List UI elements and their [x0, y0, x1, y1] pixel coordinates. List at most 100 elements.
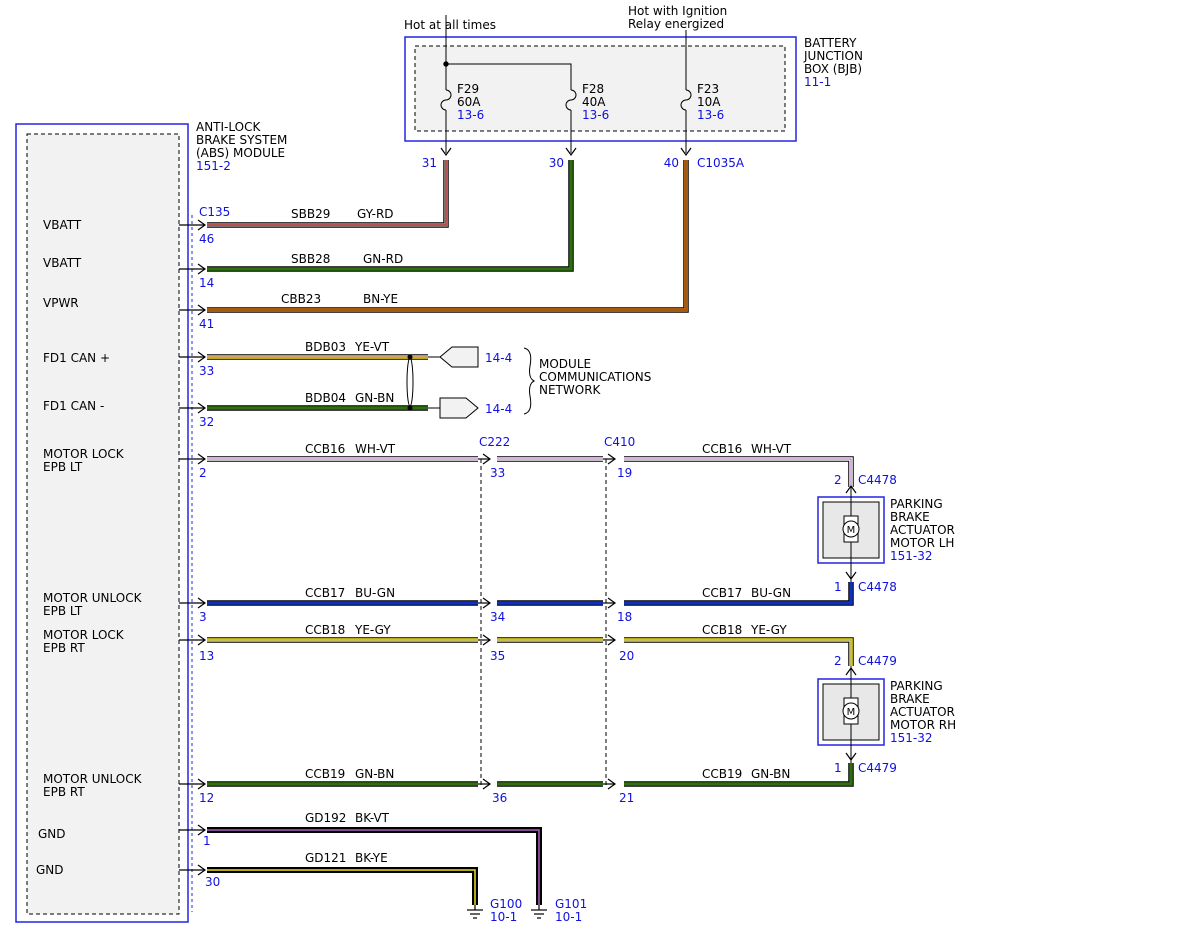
wire-label-ccb18-color-right: YE-GY	[750, 623, 787, 637]
abs-pin-label-motor-unlock-lt-2: EPB LT	[43, 604, 83, 618]
wire-label-bdb03-color: YE-VT	[354, 340, 390, 354]
abs-pin-32: 32	[199, 415, 214, 429]
motor-rh-ref: 151-32	[890, 731, 933, 745]
c222-pin-36: 36	[492, 791, 507, 805]
abs-pin-label-gnd-2: GND	[36, 863, 64, 877]
abs-pin-3: 3	[199, 610, 207, 624]
abs-connector-c135: C135	[199, 205, 230, 219]
bjb-title-line3: BOX (BJB)	[804, 62, 862, 76]
wire-label-gd192-circuit: GD192	[305, 811, 346, 825]
supply-hot-at-all-times: Hot at all times	[404, 18, 496, 32]
abs-pin-label-vbatt-2: VBATT	[43, 256, 82, 270]
wire-label-ccb19-color-right: GN-BN	[751, 767, 790, 781]
wire-ccb18	[207, 637, 854, 666]
abs-pin-label-motor-lock-rt-2: EPB RT	[43, 641, 85, 655]
wire-gd121	[207, 867, 478, 905]
abs-ref: 151-2	[196, 159, 231, 173]
c222-pin-34: 34	[490, 610, 505, 624]
wire-label-ccb19-color: GN-BN	[355, 767, 394, 781]
motor-lh-pin-1: 1	[834, 580, 842, 594]
network-label-line1: MODULE	[539, 357, 591, 371]
abs-pin-1: 1	[203, 834, 211, 848]
wire-label-sbb28-circuit: SBB28	[291, 252, 330, 266]
motor-lh-title-line2: BRAKE	[890, 510, 930, 524]
motor-lh-pin-2: 2	[834, 473, 842, 487]
motor-lh-ref: 151-32	[890, 549, 933, 563]
fuse-f28-ref: 13-6	[582, 108, 609, 122]
wire-label-sbb28-color: GN-RD	[363, 252, 403, 266]
abs-pin-2: 2	[199, 466, 207, 480]
ground-g101-ref: 10-1	[555, 910, 582, 924]
fuse-f29-name: F29	[457, 82, 479, 96]
network-brace	[523, 347, 536, 415]
wire-label-ccb18-circuit: CCB18	[305, 623, 345, 637]
network-label-line2: COMMUNICATIONS	[539, 370, 651, 384]
motor-lh-symbol: M	[847, 525, 856, 536]
motor-lh-connector-bottom: C4478	[858, 580, 897, 594]
motor-lh-connector-top: C4478	[858, 473, 897, 487]
bjb-pin-40: 40	[664, 156, 679, 170]
abs-pin-label-vbatt-1: VBATT	[43, 218, 82, 232]
wire-label-ccb17-color: BU-GN	[355, 586, 395, 600]
wire-label-bdb03-circuit: BDB03	[305, 340, 346, 354]
abs-pin-33: 33	[199, 364, 214, 378]
bjb-connector-chevrons	[440, 147, 692, 157]
motor-rh-title-line4: MOTOR RH	[890, 718, 956, 732]
abs-module	[15, 123, 193, 923]
bjb-title-line1: BATTERY	[804, 36, 857, 50]
bjb-pin-30: 30	[549, 156, 564, 170]
wire-label-ccb18-color: YE-GY	[354, 623, 391, 637]
fuse-f23-name: F23	[697, 82, 719, 96]
abs-pin-12: 12	[199, 791, 214, 805]
abs-pin-label-motor-unlock-rt-2: EPB RT	[43, 785, 85, 799]
wire-label-ccb19-circuit: CCB19	[305, 767, 345, 781]
motor-rh-symbol: M	[847, 707, 856, 718]
bjb-title-line2: JUNCTION	[803, 49, 863, 63]
wire-label-ccb16-color: WH-VT	[355, 442, 396, 456]
abs-pin-14: 14	[199, 276, 214, 290]
wire-label-gd121-color: BK-YE	[355, 851, 388, 865]
motor-lh-title-line4: MOTOR LH	[890, 536, 954, 550]
supply-hot-ignition-line2: Relay energized	[628, 17, 724, 31]
c410-pin-18: 18	[617, 610, 632, 624]
wire-sbb28	[207, 160, 574, 272]
battery-junction-box: BATTERY JUNCTION BOX (BJB) 11-1	[404, 36, 863, 142]
wire-cbb23	[207, 160, 689, 313]
abs-pin-30: 30	[205, 875, 220, 889]
wire-label-ccb18-circuit-right: CCB18	[702, 623, 742, 637]
ground-symbols	[467, 905, 547, 919]
motor-rh-pin-1: 1	[834, 761, 842, 775]
abs-title-line1: ANTI-LOCK	[196, 120, 261, 134]
wire-label-ccb17-circuit: CCB17	[305, 586, 345, 600]
wire-label-ccb16-color-right: WH-VT	[751, 442, 792, 456]
wire-label-cbb23-color: BN-YE	[363, 292, 398, 306]
bjb-connector-c1035a: C1035A	[697, 156, 745, 170]
wire-sbb29	[207, 160, 449, 228]
fuse-f29-ref: 13-6	[457, 108, 484, 122]
abs-pin-label-motor-lock-lt-1: MOTOR LOCK	[43, 447, 125, 461]
abs-pin-label-motor-unlock-lt-1: MOTOR UNLOCK	[43, 591, 143, 605]
ground-g100-name: G100	[490, 897, 522, 911]
network-connectors	[428, 346, 479, 419]
abs-pin-label-motor-lock-rt-1: MOTOR LOCK	[43, 628, 125, 642]
network-ref-top: 14-4	[485, 351, 512, 365]
fuse-f28-rating: 40A	[582, 95, 606, 109]
abs-title-line3: (ABS) MODULE	[196, 146, 285, 160]
abs-pin-13: 13	[199, 649, 214, 663]
wire-label-ccb16-circuit-right: CCB16	[702, 442, 742, 456]
motor-rh-connector-bottom: C4479	[858, 761, 897, 775]
ground-g101-name: G101	[555, 897, 587, 911]
wire-label-gd121-circuit: GD121	[305, 851, 346, 865]
abs-pin-label-fd1-can-minus: FD1 CAN -	[43, 399, 104, 413]
wire-label-sbb29-circuit: SBB29	[291, 207, 330, 221]
abs-pin-label-vpwr: VPWR	[43, 296, 79, 310]
network-ref-bottom: 14-4	[485, 402, 512, 416]
twisted-pair-symbol	[406, 354, 414, 411]
inline-connector-separators	[480, 459, 607, 788]
wire-gd192	[207, 827, 542, 905]
abs-pin-label-motor-unlock-rt-1: MOTOR UNLOCK	[43, 772, 143, 786]
bjb-pin-31: 31	[422, 156, 437, 170]
abs-pin-stubs	[179, 219, 207, 876]
